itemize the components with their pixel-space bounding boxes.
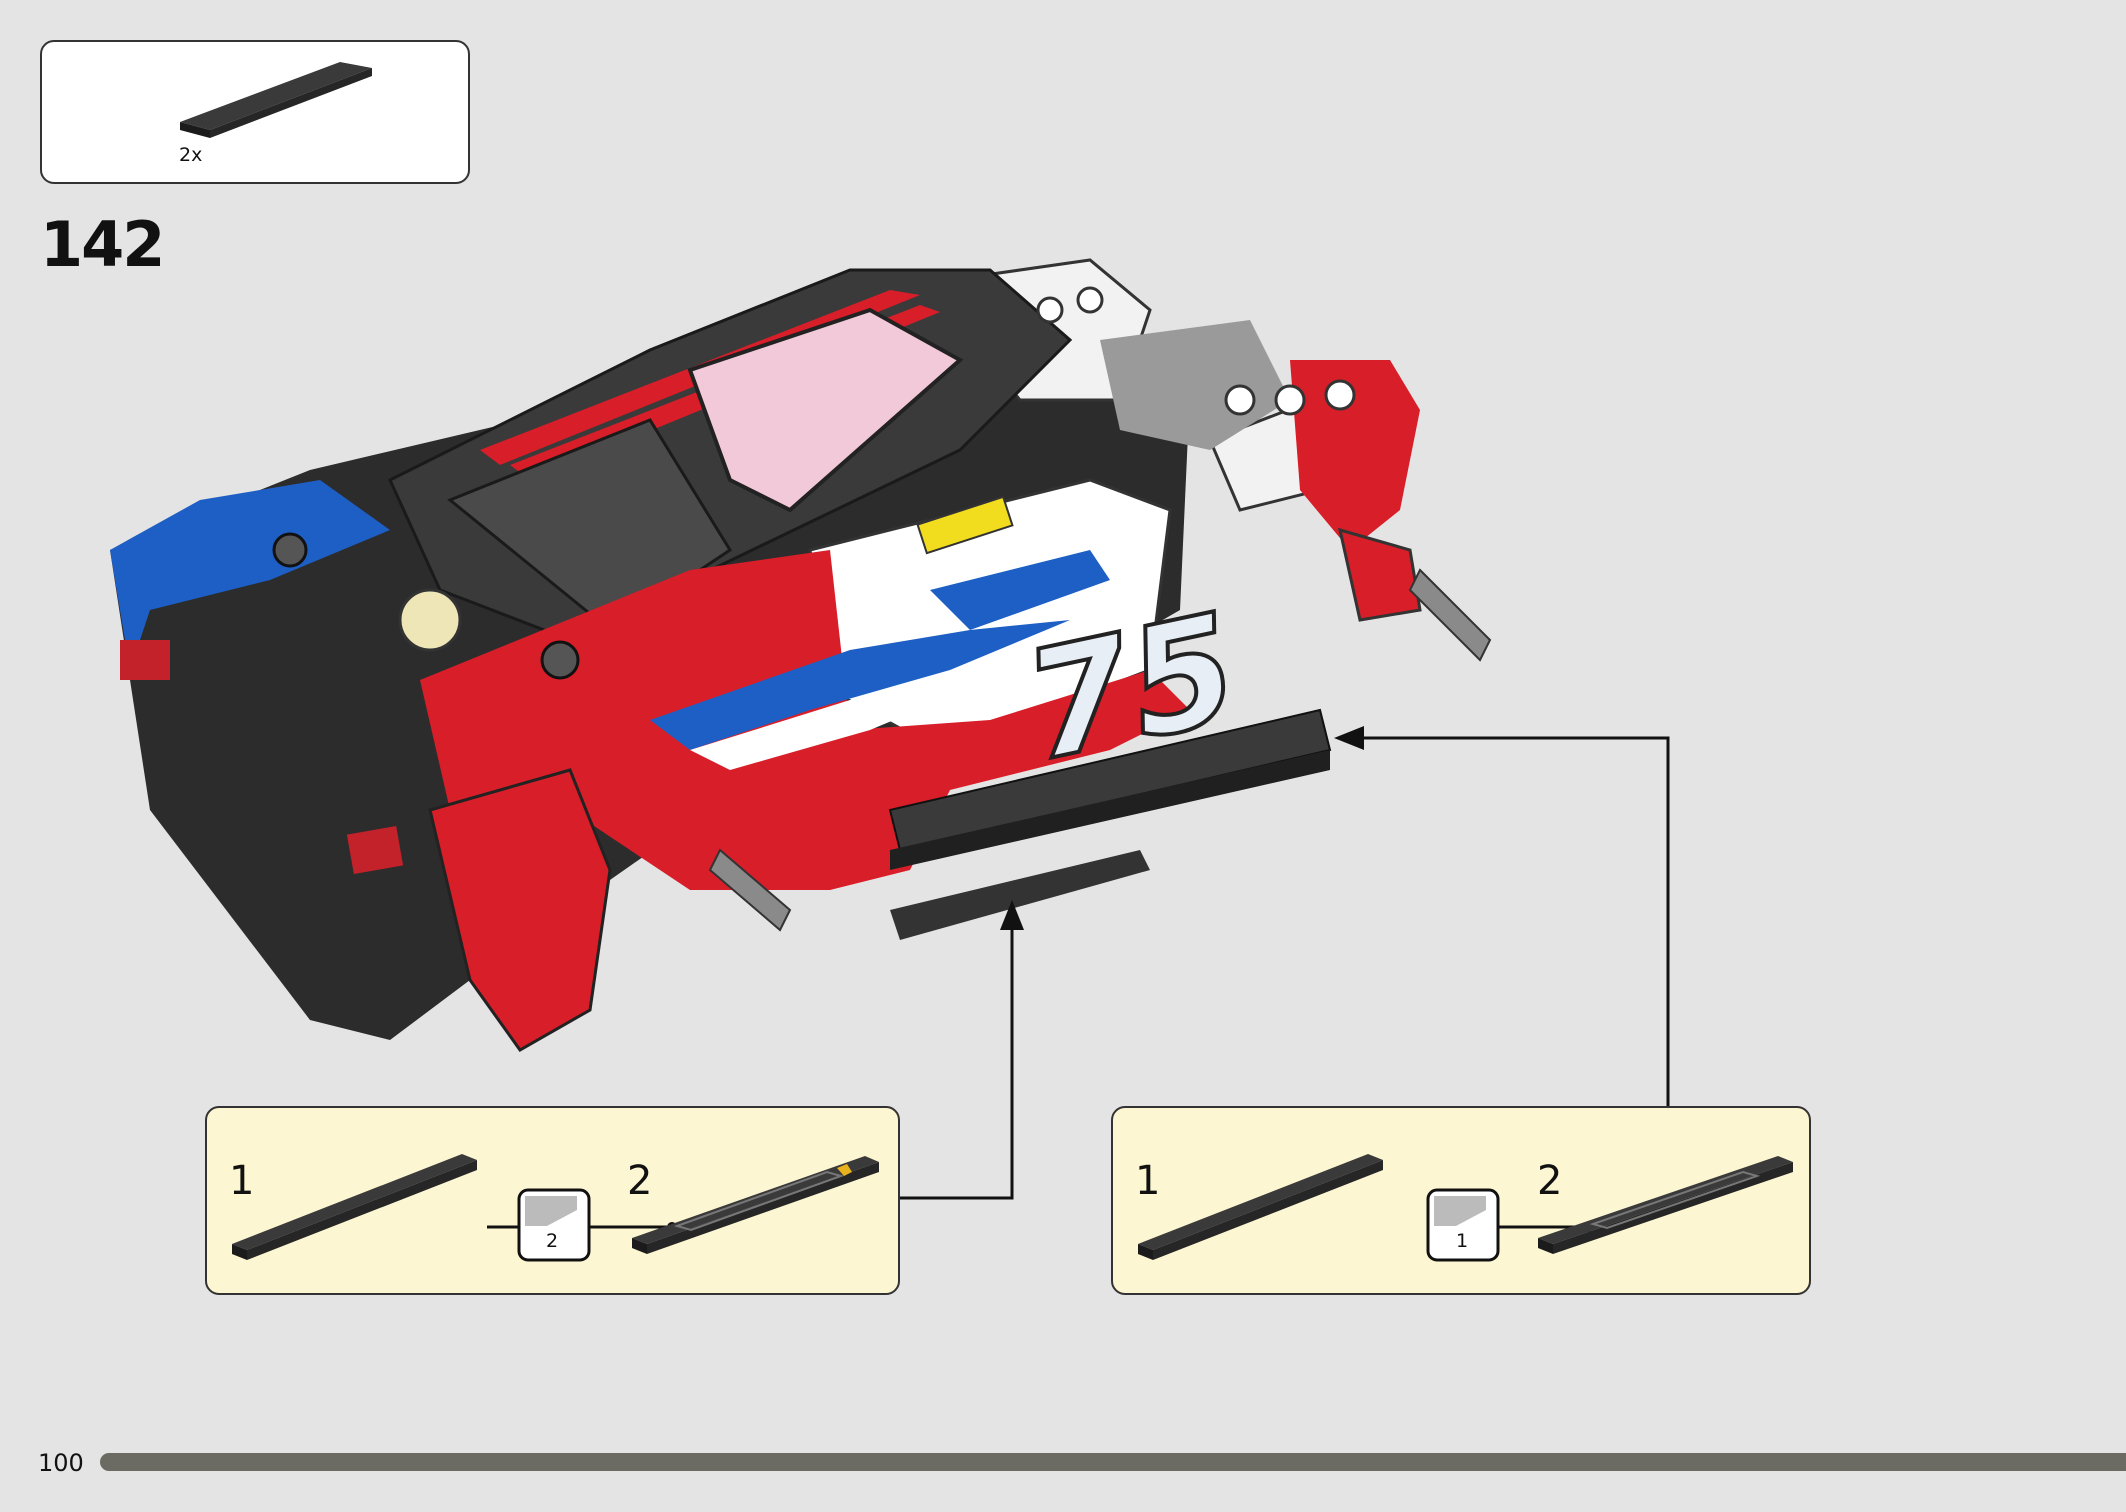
sticker-number: 1 bbox=[1456, 1230, 1469, 1252]
substep-1-label: 1 bbox=[1135, 1158, 1161, 1204]
page-progress-bar bbox=[100, 1453, 2126, 1471]
sticker-number: 2 bbox=[546, 1230, 559, 1252]
substep-1-label: 1 bbox=[229, 1158, 255, 1204]
part-quantity: 2x bbox=[179, 144, 203, 166]
step-number: 142 bbox=[40, 208, 165, 281]
page-number: 100 bbox=[38, 1449, 84, 1477]
subassembly-callout-left: 1 2 2 bbox=[205, 1106, 900, 1295]
parts-callout: 2x bbox=[40, 40, 470, 184]
tile-part-icon bbox=[180, 62, 372, 138]
race-car-model-illustration: 75 bbox=[110, 258, 1492, 1052]
substep-2-label: 2 bbox=[1537, 1158, 1563, 1204]
subassembly-left-diagram bbox=[232, 1154, 879, 1262]
substep-2-label: 2 bbox=[627, 1158, 653, 1204]
subassembly-right-diagram bbox=[1138, 1154, 1793, 1262]
subassembly-callout-right: 1 2 1 bbox=[1111, 1106, 1811, 1295]
